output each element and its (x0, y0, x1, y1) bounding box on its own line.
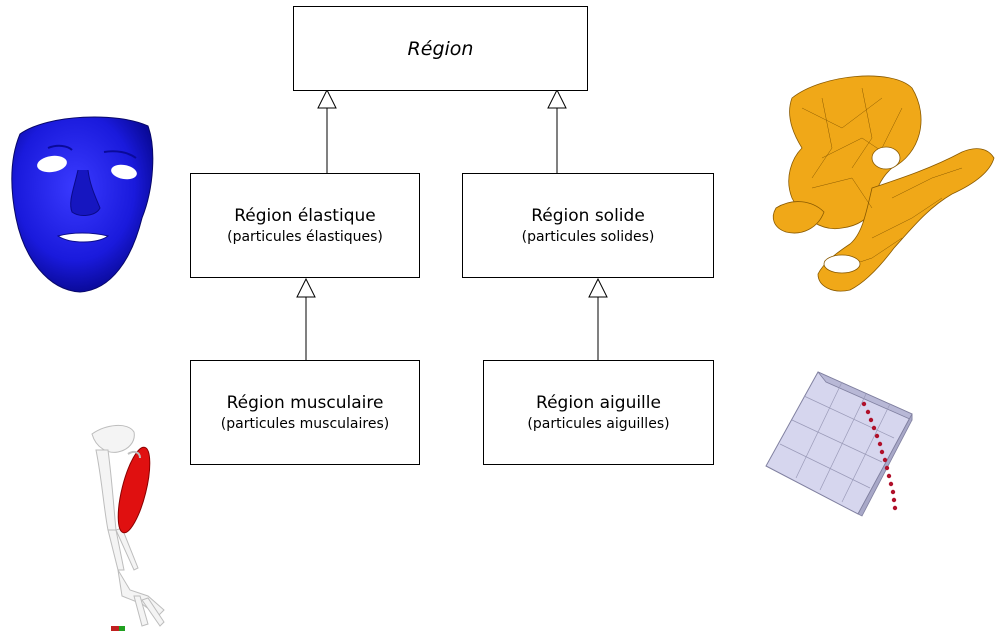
solid-region-title: Région solide (531, 205, 645, 226)
pelvis-mesh-icon (772, 75, 995, 292)
arm-muscle-icon (91, 425, 165, 631)
muscle-region-subtitle: (particules musculaires) (220, 415, 390, 432)
tissue-block-needle-icon (765, 371, 913, 517)
arrowhead-elastic-to-region (317, 88, 337, 109)
solid-region-subtitle: (particules solides) (521, 228, 655, 245)
elastic-region-class-box: Région élastique (particules élastiques) (190, 173, 420, 278)
arrowhead-muscle-to-elastic (296, 277, 316, 298)
face-mesh-icon (11, 116, 154, 293)
needle-region-subtitle: (particules aiguilles) (527, 415, 670, 432)
arrowhead-solid-to-region (547, 88, 567, 109)
region-class-title: Région (407, 37, 474, 60)
muscle-region-title: Région musculaire (226, 392, 384, 413)
arrowhead-needle-to-solid (588, 277, 608, 298)
elastic-region-subtitle: (particules élastiques) (227, 228, 383, 245)
elastic-region-title: Région élastique (234, 205, 376, 226)
needle-region-class-box: Région aiguille (particules aiguilles) (483, 360, 714, 465)
needle-region-title: Région aiguille (536, 392, 661, 413)
region-class-box: Région (293, 6, 588, 91)
solid-region-class-box: Région solide (particules solides) (462, 173, 714, 278)
muscle-region-class-box: Région musculaire (particules musculaire… (190, 360, 420, 465)
